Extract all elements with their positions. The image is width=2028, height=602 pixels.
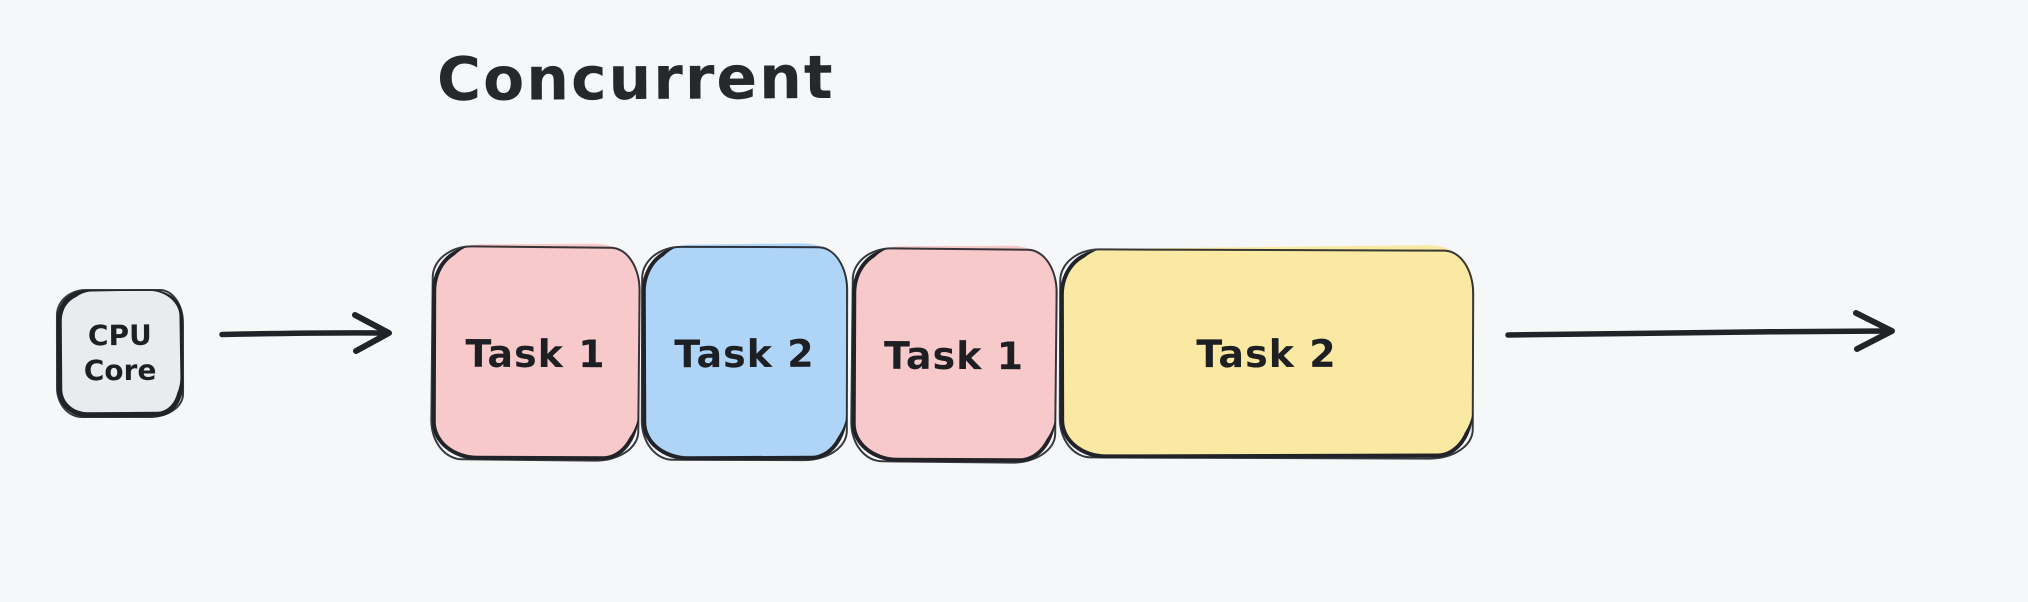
task-block-2: Task 2 [641,246,848,461]
cpu-core-label-line1: CPU [87,319,152,353]
cpu-core-node: CPU Core [56,289,184,418]
task-block-4: Task 2 [1059,249,1474,459]
flow-arrow-left-icon [219,312,392,354]
task-block-4-label: Task 2 [1196,331,1337,377]
diagram-title: Concurrent [436,42,835,116]
task-block-2-label: Task 2 [674,331,815,376]
task-block-1-label: Task 1 [465,331,606,376]
task-block-3: Task 1 [851,248,1057,463]
flow-arrow-right-icon [1505,310,1895,352]
task-block-1: Task 1 [431,246,640,461]
cpu-core-label: CPU Core [83,319,157,388]
task-block-3-label: Task 1 [883,333,1025,378]
cpu-core-label-line2: Core [83,353,157,387]
